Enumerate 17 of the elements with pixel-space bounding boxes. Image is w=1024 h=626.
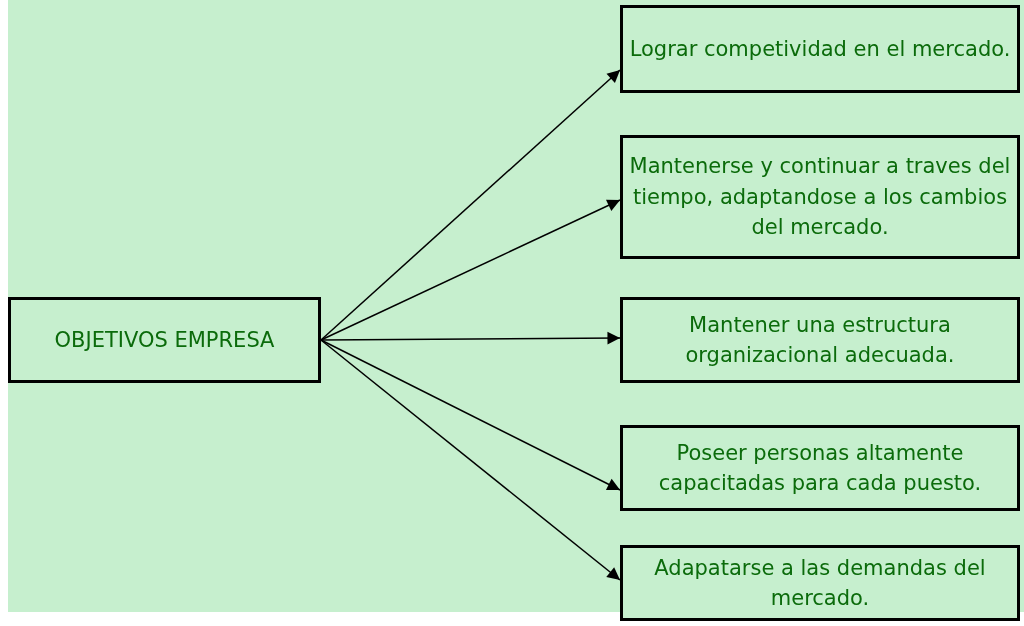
objective-box xyxy=(620,297,1020,383)
objective-box xyxy=(620,135,1020,259)
objective-box xyxy=(620,425,1020,511)
box-text: Mantener una estructura organizacional adecuada. xyxy=(684,311,956,369)
arrow xyxy=(320,199,621,341)
box-text: Lograr competividad en el mercado. xyxy=(629,35,1011,63)
box-text: Poseer personas altamente capacitadas para cada puesto. xyxy=(657,439,983,497)
objective-box xyxy=(620,545,1020,621)
arrow xyxy=(320,331,621,345)
objective-box xyxy=(620,5,1020,93)
box-text: Mantenerse y continuar a traves del tiempo, adaptandose a los cambios del mercado. xyxy=(629,153,1011,242)
arrow xyxy=(320,339,621,581)
box-text: OBJETIVOS EMPRESA xyxy=(54,326,275,354)
main-box xyxy=(8,297,321,383)
arrow xyxy=(320,69,621,341)
arrow xyxy=(320,339,621,491)
box-text: Adapatarse a las demandas del mercado. xyxy=(653,554,987,612)
